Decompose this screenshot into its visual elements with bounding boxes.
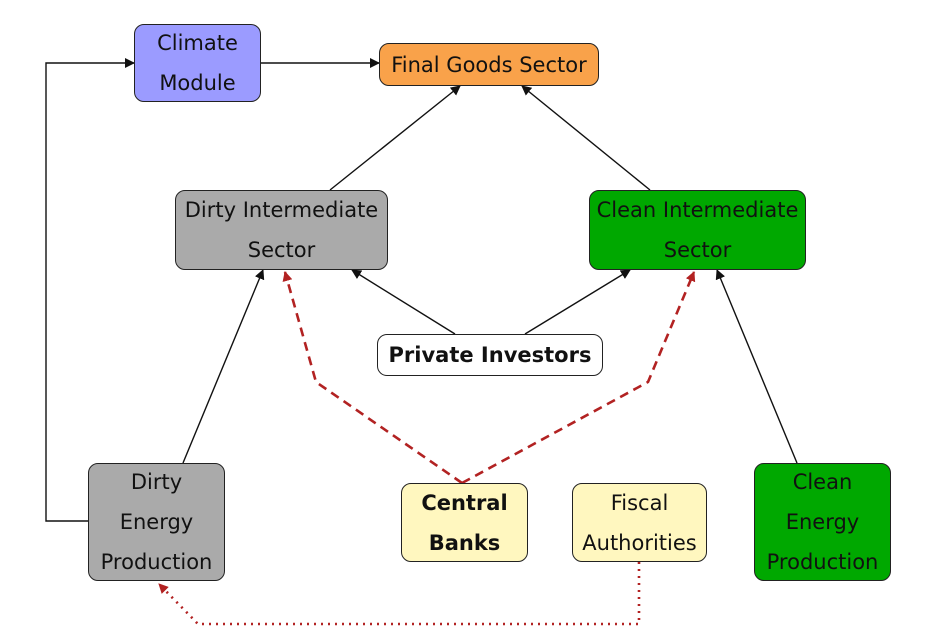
node-fiscal-authorities-label: Fiscal Authorities	[582, 490, 697, 555]
node-private-investors: Private Investors	[377, 334, 603, 376]
edge-investors-to-clean-intermediate	[524, 269, 631, 335]
node-climate-module: Climate Module	[134, 24, 261, 102]
edge-clean-energy-to-clean-intermediate	[715, 269, 798, 464]
edge-central-banks-to-clean-intermediate	[461, 271, 696, 485]
edge-central-banks-to-dirty-intermediate	[282, 271, 463, 485]
node-dirty-intermediate-sector-label: Dirty Intermediate Sector	[184, 198, 379, 262]
node-central-banks-label: Central Banks	[421, 490, 508, 555]
node-clean-energy-production: Clean Energy Production	[754, 463, 891, 581]
node-fiscal-authorities: Fiscal Authorities	[572, 483, 707, 562]
node-private-investors-label: Private Investors	[388, 343, 592, 367]
edge-fiscal-to-dirty-energy	[158, 562, 641, 626]
node-climate-module-label: Climate Module	[157, 31, 238, 95]
edge-dirty-energy-to-climate	[45, 58, 135, 522]
node-clean-intermediate-sector: Clean Intermediate Sector	[589, 190, 806, 270]
node-central-banks: Central Banks	[401, 483, 528, 562]
node-dirty-energy-production-label: Dirty Energy Production	[100, 470, 213, 574]
edge-investors-to-dirty-intermediate	[351, 269, 456, 335]
node-clean-intermediate-sector-label: Clean Intermediate Sector	[596, 198, 799, 262]
node-clean-energy-production-label: Clean Energy Production	[766, 470, 879, 574]
node-final-goods-sector-label: Final Goods Sector	[391, 52, 587, 77]
node-dirty-intermediate-sector: Dirty Intermediate Sector	[175, 190, 388, 270]
edge-dirty-energy-to-dirty-intermediate	[182, 269, 265, 464]
edge-dirty-intermediate-to-final-goods	[329, 85, 461, 191]
node-dirty-energy-production: Dirty Energy Production	[88, 463, 225, 581]
edge-clean-intermediate-to-final-goods	[521, 85, 651, 191]
node-final-goods-sector: Final Goods Sector	[379, 43, 599, 86]
